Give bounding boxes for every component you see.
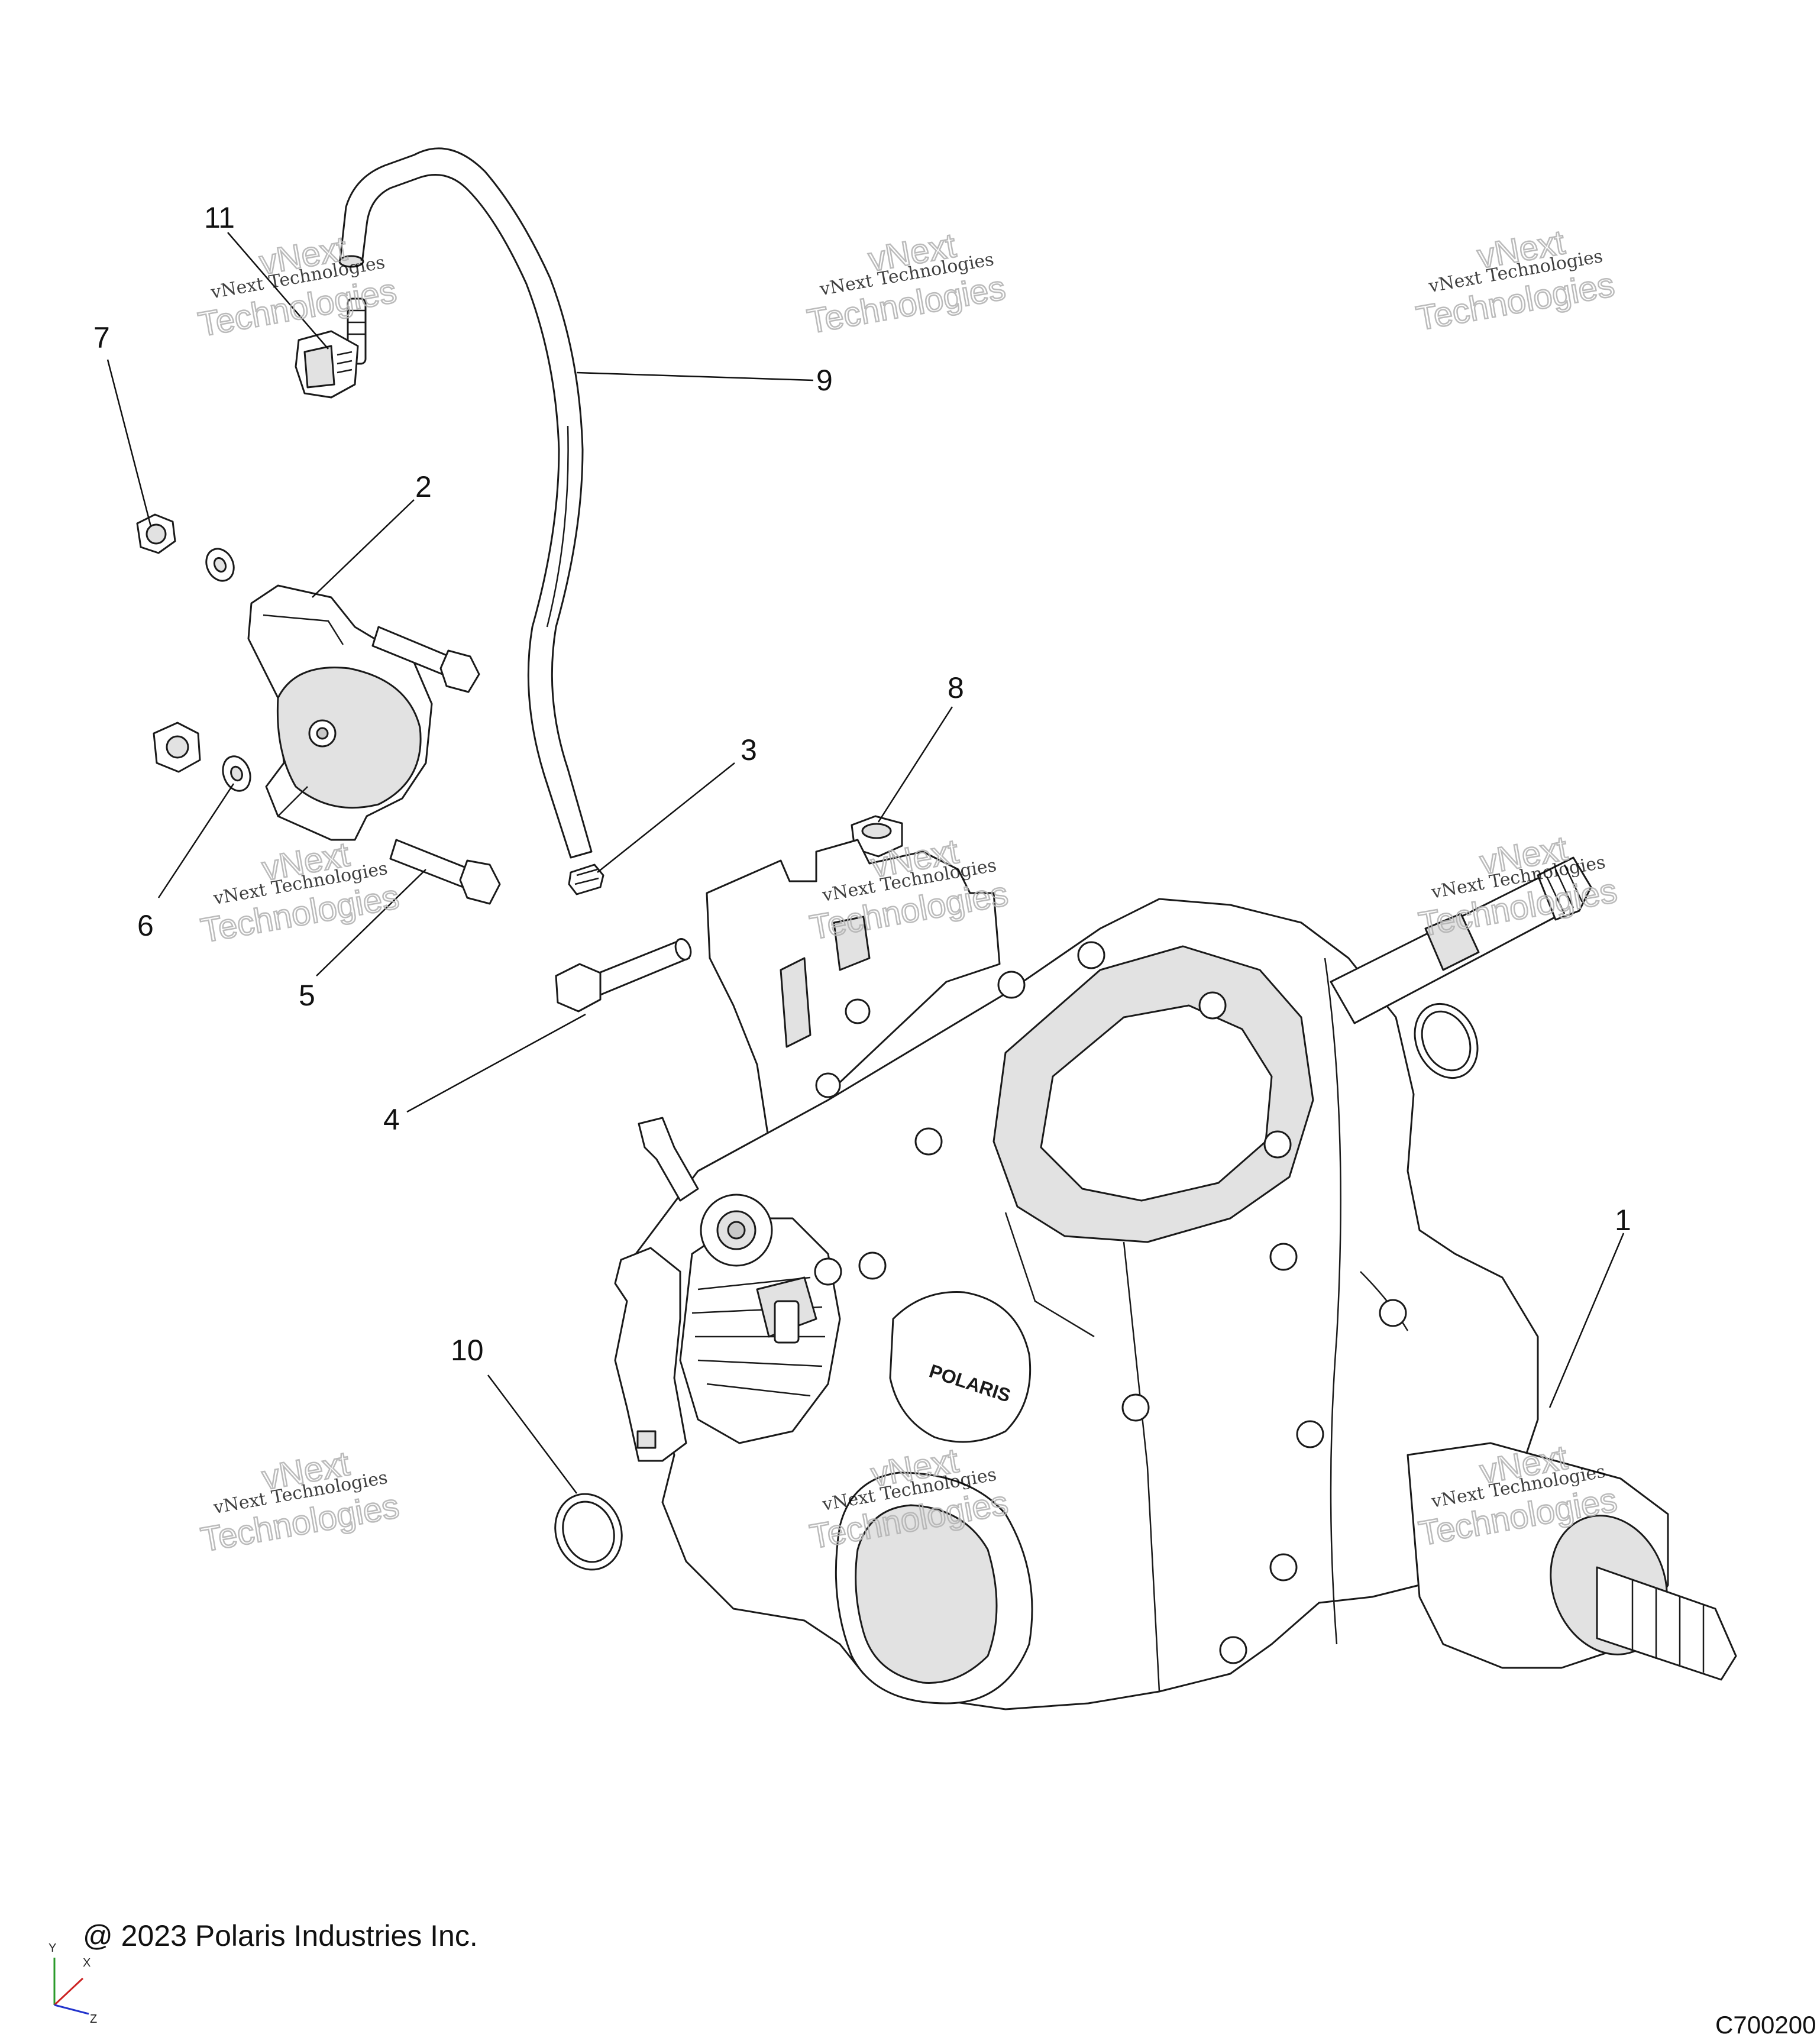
axis-label-y: Y xyxy=(49,1942,56,1955)
leader-lines xyxy=(106,232,1625,1494)
watermark-mid-center: vNext Technologies vNext Technologies xyxy=(806,832,1011,948)
watermark-bottom-left: vNext Technologies vNext Technologies xyxy=(198,1444,403,1560)
axis-label-z: Z xyxy=(90,2013,97,2026)
leader-7 xyxy=(106,359,152,527)
leader-10 xyxy=(487,1374,577,1494)
case-bolts xyxy=(814,941,1324,1664)
flange-nut-upper xyxy=(136,513,176,554)
watermark-top-right: vNext Technologies vNext Technologies xyxy=(1412,222,1618,339)
leader-2 xyxy=(312,499,415,598)
callout-9: 9 xyxy=(816,364,833,397)
long-bolt xyxy=(555,938,692,1013)
watermark-mid-left: vNext Technologies vNext Technologies xyxy=(198,835,403,951)
leader-5 xyxy=(316,869,426,976)
axis-label-x: X xyxy=(83,1956,90,1969)
callout-5: 5 xyxy=(299,979,315,1012)
bolt-lower xyxy=(389,839,501,905)
hose-clamp xyxy=(568,863,604,895)
vent-fitting xyxy=(295,297,367,399)
figure-id: C700200 xyxy=(1715,2011,1816,2039)
leader-6 xyxy=(157,783,235,898)
leader-9 xyxy=(576,371,814,381)
callout-6: 6 xyxy=(137,909,154,942)
bolt-upper xyxy=(371,626,480,693)
flange-nut-lower xyxy=(153,722,201,773)
callout-7: 7 xyxy=(93,321,110,354)
leader-8 xyxy=(877,706,953,823)
o-ring-lower xyxy=(554,1493,623,1571)
transmission-assembly: POLARIS xyxy=(614,839,1737,1710)
callout-8: 8 xyxy=(948,671,964,704)
washer-lower xyxy=(222,755,251,792)
callout-4: 4 xyxy=(383,1103,400,1136)
copyright-notice: @ 2023 Polaris Industries Inc. xyxy=(83,1919,478,1952)
leader-1 xyxy=(1548,1233,1625,1408)
callout-3: 3 xyxy=(741,733,757,767)
sensor-bracket-assembly xyxy=(247,584,433,841)
watermark-top-left: vNext Technologies vNext Technologies xyxy=(195,228,400,345)
leader-3 xyxy=(597,762,735,873)
callout-labels: 1 2 3 4 5 6 7 8 9 10 11 xyxy=(93,201,1631,1367)
callout-2: 2 xyxy=(415,470,432,503)
breather-hose xyxy=(338,147,593,859)
watermark-mid-right: vNext Technologies vNext Technologies xyxy=(1415,828,1621,945)
watermark-top-center: vNext Technologies vNext Technologies xyxy=(804,225,1009,342)
axis-triad: Y X Z xyxy=(49,1942,97,2026)
leader-11 xyxy=(227,232,329,350)
callout-1: 1 xyxy=(1615,1204,1631,1237)
washer-upper xyxy=(205,548,235,582)
callout-11: 11 xyxy=(204,201,235,234)
leader-4 xyxy=(406,1013,586,1113)
callout-10: 10 xyxy=(451,1334,484,1367)
